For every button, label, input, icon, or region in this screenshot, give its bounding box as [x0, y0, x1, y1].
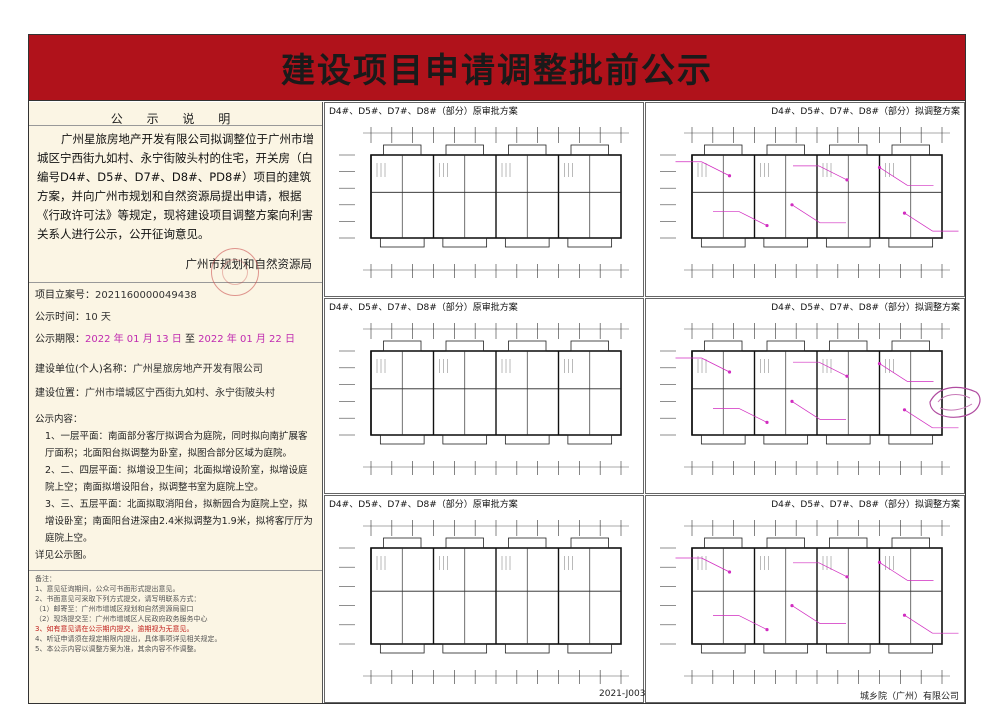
- drawing-panel-original: D4#、D5#、D7#、D8#（部分）原审批方案: [324, 495, 644, 703]
- content-item: 1、一层平面：南面部分客厅拟调合为庭院，同时拟向南扩展客厅面积；北面阳台拟调整为…: [45, 431, 308, 459]
- panel-caption: D4#、D5#、D7#、D8#（部分）拟调整方案: [771, 303, 960, 313]
- page-title: 建设项目申请调整批前公示: [281, 51, 713, 91]
- drawing-panel-adjusted: D4#、D5#、D7#、D8#（部分）拟调整方案: [645, 102, 965, 297]
- content-item: 3、三、五层平面：北面拟取消阳台，拟新园合为庭院上空，拟增设卧室；南面阳台进深由…: [45, 499, 313, 544]
- drawing-panel-adjusted: D4#、D5#、D7#、D8#（部分）拟调整方案: [645, 298, 965, 494]
- notice-panel: 公 示 说 明 广州星旅房地产开发有限公司拟调整位于广州市增城区宁西街九如村、永…: [29, 102, 323, 703]
- divider: [29, 282, 322, 283]
- start-date: 2022 年 01 月 13 日: [85, 334, 182, 345]
- content-item: 2、二、四层平面：拟增设卫生间；北面拟增设阶室，拟增设庭院上空；南面拟增设阳台，…: [45, 465, 308, 493]
- applicant-row: 建设单位(个人)名称：广州星旅房地产开发有限公司: [35, 364, 263, 375]
- content-section: 公示内容： 1、一层平面：南面部分客厅拟调合为庭院，同时拟向南扩展客厅面积；北面…: [29, 411, 322, 564]
- notice-body: 广州星旅房地产开发有限公司拟调整位于广州市增城区宁西街九如村、永宁街陂头村的住宅…: [37, 132, 314, 241]
- panel-caption: D4#、D5#、D7#、D8#（部分）拟调整方案: [771, 500, 960, 510]
- panel-caption: D4#、D5#、D7#、D8#（部分）拟调整方案: [771, 107, 960, 117]
- panel-caption: D4#、D5#、D7#、D8#（部分）原审批方案: [329, 303, 518, 313]
- floor-plan-drawing: [660, 520, 959, 684]
- remark-line: 3、如有意见请在公示期内提交，逾期视为无意见。: [35, 625, 194, 633]
- drawings-area: D4#、D5#、D7#、D8#（部分）原审批方案 D4#、D5#、D7#、D8#…: [324, 102, 981, 703]
- remark-line: 5、本公示内容以调整方案为准，其余内容不作调整。: [35, 645, 201, 653]
- content-suffix: 详见公示图。: [35, 550, 93, 561]
- end-date: 2022 年 01 月 22 日: [198, 334, 295, 345]
- floor-plan-drawing: [660, 323, 959, 475]
- floor-plan-drawing: [660, 127, 959, 278]
- official-stamp-icon: [211, 248, 259, 296]
- floor-plan-drawing: [339, 520, 629, 684]
- panel-caption: D4#、D5#、D7#、D8#（部分）原审批方案: [329, 107, 518, 117]
- drawing-panel-original: D4#、D5#、D7#、D8#（部分）原审批方案: [324, 102, 644, 297]
- seal-icon: [929, 386, 981, 418]
- company-name: 城乡院（广州）有限公司: [859, 692, 959, 702]
- panel-caption: D4#、D5#、D7#、D8#（部分）原审批方案: [329, 500, 518, 510]
- drawing-panel-original: D4#、D5#、D7#、D8#（部分）原审批方案: [324, 298, 644, 494]
- location-row: 建设位置：广州市增城区宁西街九如村、永宁街陂头村: [35, 388, 275, 399]
- content-label: 公示内容：: [35, 414, 83, 425]
- notice-heading: 公 示 说 明: [29, 102, 322, 126]
- notice-sheet: 建设项目申请调整批前公示 公 示 说 明 广州星旅房地产开发有限公司拟调整位于广…: [28, 34, 981, 704]
- remarks-label: 备注：: [35, 575, 56, 583]
- floor-plan-drawing: [339, 323, 629, 475]
- remark-line: 1、意见征询期间，公众可书面形式提出意见。: [35, 585, 180, 593]
- remark-line: 4、听证申请须在规定期限内提出，具体事项详见相关规定。: [35, 635, 222, 643]
- drawing-panel-adjusted: D4#、D5#、D7#、D8#（部分）拟调整方案: [645, 495, 965, 703]
- remarks-section: 备注： 1、意见征询期间，公众可书面形式提出意见。 2、书面意见可采取下列方式提…: [29, 570, 322, 657]
- floor-plan-drawing: [339, 127, 629, 278]
- dates-row: 公示期限：2022 年 01 月 13 日 至 2022 年 01 月 22 日: [35, 334, 295, 345]
- signature-block: 广州市规划和自然资源局: [29, 248, 322, 296]
- remark-line: （2）现场提交至：广州市增城区人民政府政务服务中心: [35, 615, 208, 623]
- remark-line: （1）邮寄至：广州市增城区规划和自然资源局窗口: [35, 605, 194, 613]
- sheet-number: 2021-J003: [599, 689, 646, 699]
- period-row: 公示时间：10 天: [35, 312, 111, 323]
- title-banner: 建设项目申请调整批前公示: [29, 35, 965, 101]
- remark-line: 2、书面意见可采取下列方式提交，请写明联系方式：: [35, 595, 201, 603]
- project-number-row: 项目立案号：2021160000049438: [35, 290, 197, 301]
